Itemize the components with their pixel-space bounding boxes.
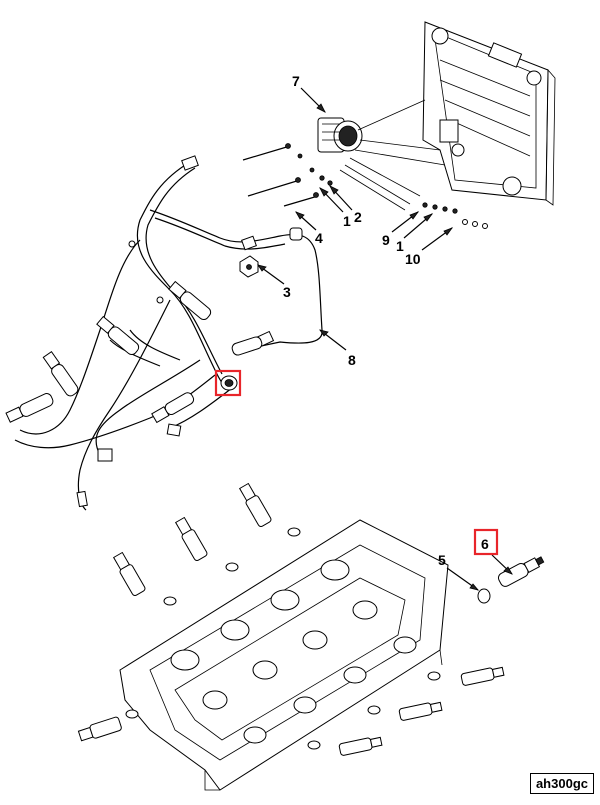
ecm-reference-line bbox=[357, 99, 426, 131]
callout-1-lower: 1 bbox=[396, 238, 404, 254]
cylinder-head bbox=[119, 519, 449, 791]
callout-4: 4 bbox=[315, 230, 323, 246]
capscrews-upper bbox=[242, 143, 333, 207]
highlight-frame-harness bbox=[214, 369, 242, 397]
sensor-lead-8 bbox=[231, 336, 263, 356]
leader-lines bbox=[257, 87, 513, 591]
ecm-leads bbox=[339, 139, 446, 211]
connector-7 bbox=[317, 117, 363, 153]
callout-6: 6 bbox=[481, 536, 489, 552]
head-bosses bbox=[170, 559, 417, 744]
callout-3: 3 bbox=[283, 284, 291, 300]
sensor-6 bbox=[497, 556, 545, 587]
figure-code: ah300gc bbox=[529, 773, 594, 794]
callout-labels: 7 1 2 4 3 9 1 10 8 5 6 bbox=[283, 73, 499, 568]
callout-1-upper: 1 bbox=[343, 213, 351, 229]
callout-2: 2 bbox=[354, 209, 362, 225]
injectors-lower bbox=[77, 666, 505, 756]
wiring-harness bbox=[14, 155, 323, 511]
fitting-3 bbox=[239, 255, 259, 278]
callout-7: 7 bbox=[292, 73, 300, 89]
callout-5: 5 bbox=[438, 552, 446, 568]
highlighted-harness-sensor bbox=[214, 369, 242, 397]
o-ring-5 bbox=[477, 588, 491, 604]
injectors-upper bbox=[112, 482, 301, 606]
washers-ecm bbox=[422, 202, 488, 229]
callout-8: 8 bbox=[348, 352, 356, 368]
highlight-frame-callout-6 bbox=[473, 528, 499, 556]
harness-injector-plugs bbox=[5, 280, 212, 508]
callout-10: 10 bbox=[405, 251, 421, 267]
callout-9: 9 bbox=[382, 232, 390, 248]
ecm-module bbox=[422, 21, 556, 206]
